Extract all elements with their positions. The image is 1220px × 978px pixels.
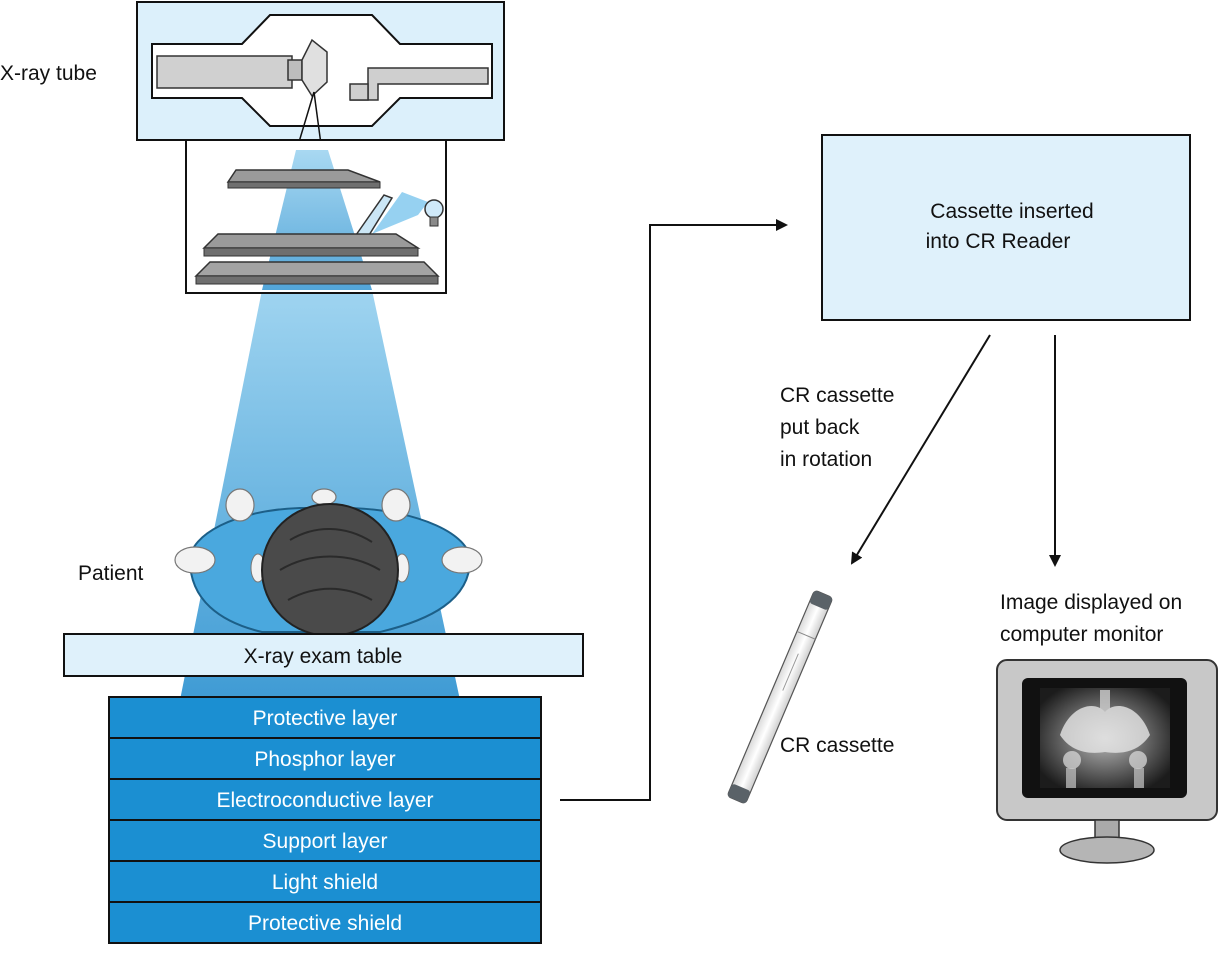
layer-band: [108, 778, 542, 821]
layer-band: [108, 737, 542, 780]
layer-label: Phosphor layer: [254, 748, 395, 771]
rotation-label-line3: in rotation: [780, 448, 872, 471]
layer-label: Support layer: [263, 830, 388, 853]
exam-table-label: X-ray exam table: [244, 645, 403, 668]
layer-band: [108, 860, 542, 903]
xray-tube: [136, 1, 505, 153]
layer-label: Protective shield: [248, 912, 402, 935]
layer-label: Protective layer: [253, 707, 398, 730]
rotation-label-line1: CR cassette: [780, 384, 894, 407]
arrow-to-reader: [560, 219, 788, 801]
monitor-icon: [996, 659, 1218, 864]
layer-label: Electroconductive layer: [216, 789, 433, 812]
arrow-to-cassette: [850, 334, 991, 565]
reader-label-line2: into CR Reader: [926, 230, 1071, 253]
cr-reader: Cassette inserted into CR Reader: [821, 134, 1191, 321]
collimator: [185, 139, 447, 294]
layer-band: [108, 819, 542, 862]
cassette-label: CR cassette: [780, 734, 894, 757]
rotation-label-line2: put back: [780, 416, 860, 439]
xray-tube-label: X-ray tube: [0, 62, 97, 85]
layer-label: Light shield: [272, 871, 378, 894]
monitor-label-line2: computer monitor: [1000, 623, 1163, 646]
cr-cassette: [727, 590, 833, 804]
reader-label-line1: Cassette inserted: [930, 200, 1093, 223]
lightbulb-icon: [424, 199, 444, 227]
patient-label: Patient: [78, 562, 144, 585]
layer-band: [108, 901, 542, 944]
patient-figure: [174, 488, 483, 637]
pelvis-xray-image: [1040, 688, 1170, 788]
monitor-label-line1: Image displayed on: [1000, 591, 1182, 614]
patient-head: [261, 503, 399, 637]
exam-table: X-ray exam table: [63, 633, 584, 677]
